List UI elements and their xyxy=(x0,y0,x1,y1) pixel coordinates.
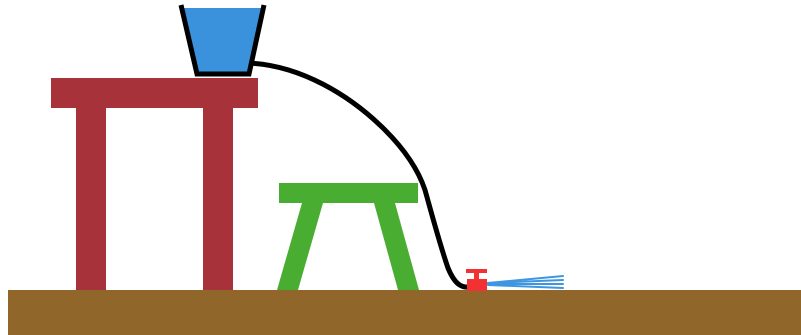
spray-line xyxy=(488,285,563,288)
siphon-hose xyxy=(248,63,470,287)
stool-leg-right xyxy=(374,203,419,290)
valve-icon xyxy=(466,269,487,291)
valve-body xyxy=(467,279,487,291)
bucket-icon xyxy=(181,5,264,74)
valve-handle xyxy=(466,269,487,273)
water-spray-icon xyxy=(488,276,563,288)
table xyxy=(51,78,258,290)
table-leg-left xyxy=(76,108,106,290)
table-leg-right xyxy=(203,108,233,290)
valve-stem xyxy=(474,272,479,280)
stool xyxy=(277,183,419,290)
table-top xyxy=(51,78,258,108)
stool-top xyxy=(279,183,418,203)
stool-leg-left xyxy=(277,203,323,290)
ground xyxy=(8,290,801,335)
